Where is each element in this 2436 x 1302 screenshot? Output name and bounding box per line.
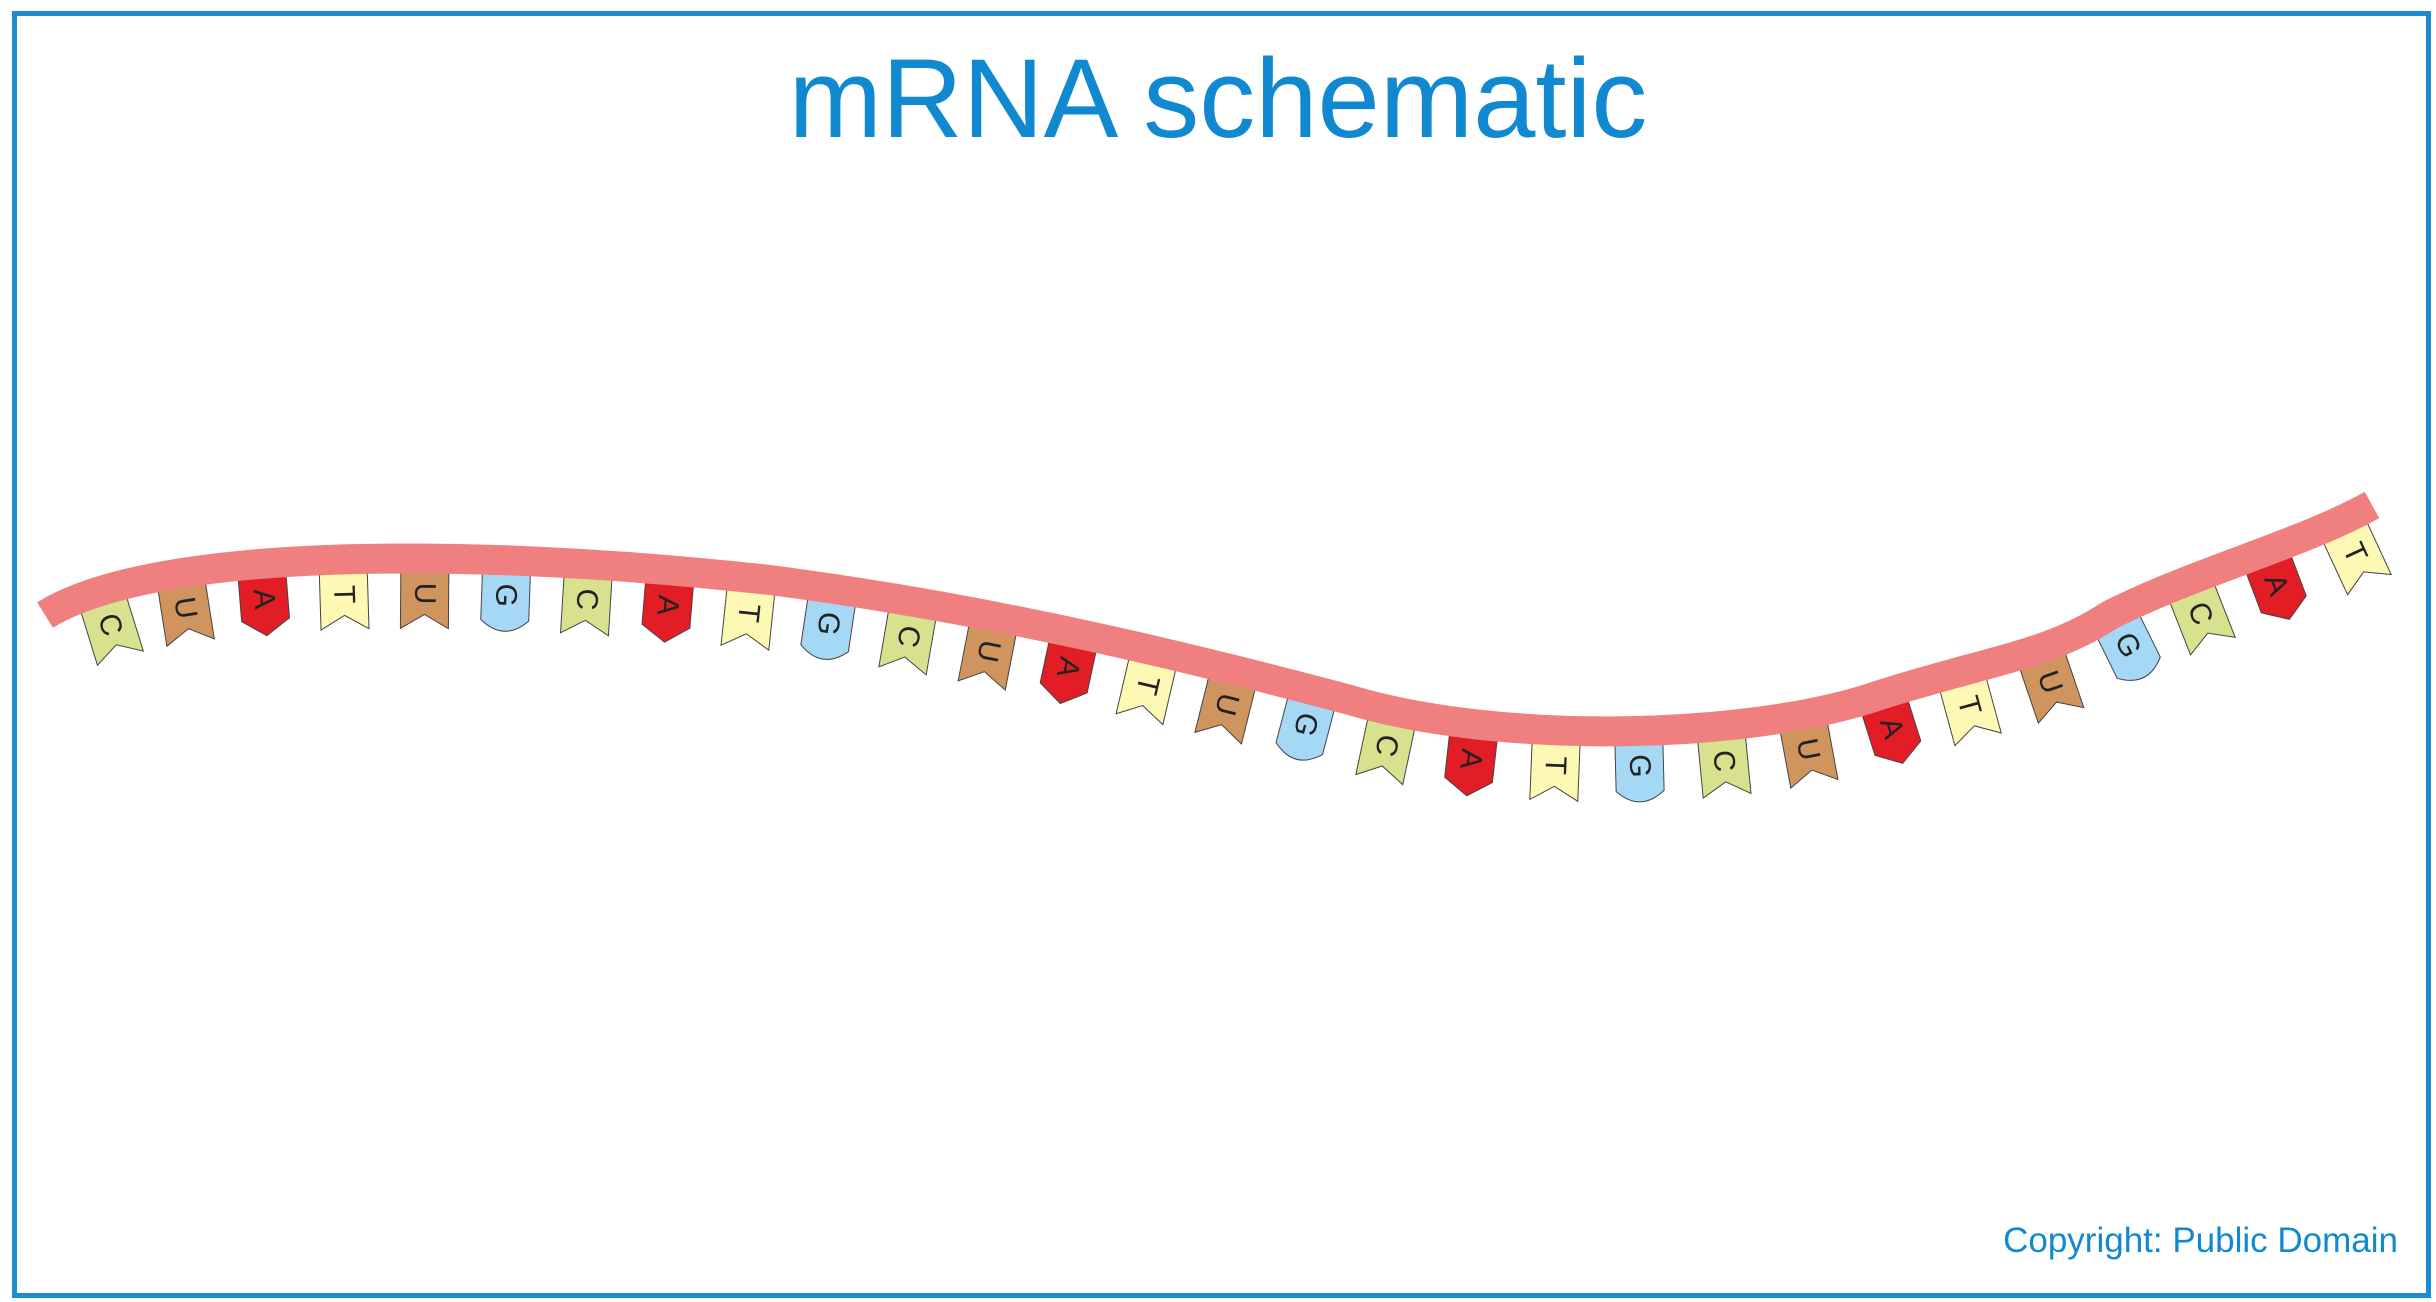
base-label: A [247, 587, 281, 610]
diagram-title: mRNA schematic [788, 36, 1648, 161]
base-shape [1614, 737, 1665, 803]
base-t: T [1938, 672, 2002, 747]
base-label: G [1623, 754, 1657, 778]
base-a: A [1039, 635, 1098, 705]
base-u: U [2017, 648, 2085, 725]
base-g: G [1275, 691, 1337, 761]
base-label: T [731, 602, 766, 624]
base-label: U [408, 583, 441, 605]
base-g: G [480, 566, 532, 632]
base-c: C [1355, 713, 1417, 786]
base-label: C [1706, 749, 1741, 774]
base-t: T [1529, 736, 1581, 803]
copyright-notice: Copyright: Public Domain [2003, 1221, 2398, 1260]
base-a: A [1444, 728, 1499, 797]
base-label: G [810, 610, 846, 638]
base-u: U [399, 565, 450, 630]
base-u: U [156, 576, 215, 648]
base-t: T [318, 566, 370, 631]
base-label: T [327, 585, 361, 604]
base-label: C [570, 587, 604, 611]
base-shape [800, 592, 857, 660]
base-label: U [167, 595, 203, 622]
base-g: G [1614, 737, 1665, 803]
base-t: T [1115, 652, 1178, 726]
base-u: U [957, 619, 1018, 691]
base-u: U [1778, 717, 1839, 790]
mrna-backbone [37, 491, 2380, 747]
base-g: G [800, 592, 857, 660]
base-c: C [559, 570, 613, 637]
base-label: T [1538, 756, 1572, 776]
base-u: U [1194, 671, 1258, 745]
base-shape [480, 566, 532, 632]
base-c: C [78, 591, 145, 667]
base-c: C [878, 605, 938, 676]
base-label: A [1453, 747, 1488, 771]
base-label: A [650, 594, 685, 617]
base-shape [1275, 691, 1337, 761]
base-label: G [489, 583, 523, 608]
diagram-frame [12, 11, 2431, 1298]
base-c: C [1696, 731, 1752, 799]
base-a: A [641, 575, 695, 643]
